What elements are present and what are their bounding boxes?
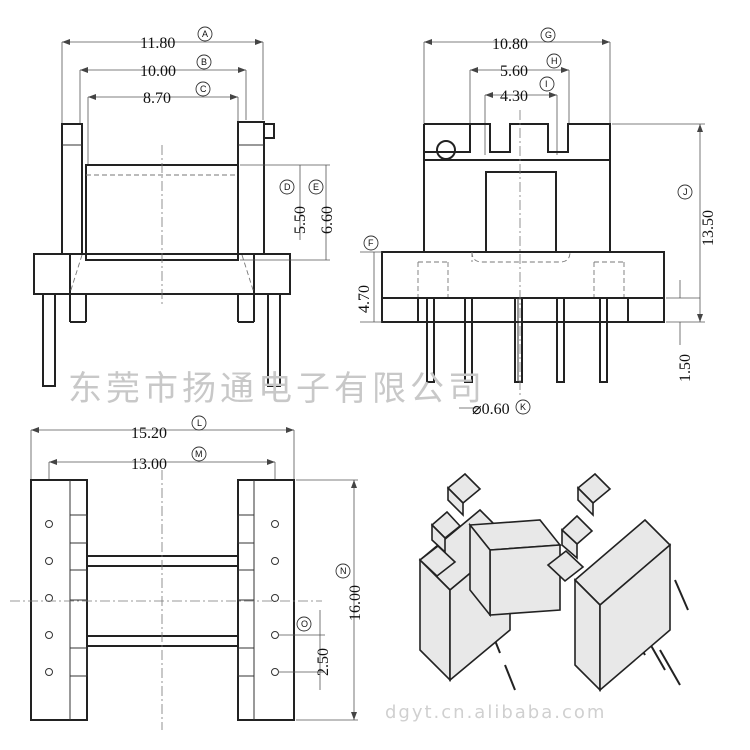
dim-d: D 5.50 bbox=[279, 179, 309, 234]
svg-text:11.80: 11.80 bbox=[140, 35, 175, 52]
svg-text:A: A bbox=[202, 29, 208, 39]
dim-e: E 6.60 bbox=[308, 179, 336, 234]
dim-l: 15.20 L bbox=[131, 415, 207, 442]
svg-text:13.00: 13.00 bbox=[131, 456, 167, 473]
svg-text:10.00: 10.00 bbox=[140, 63, 176, 80]
svg-text:13.50: 13.50 bbox=[700, 210, 717, 246]
svg-text:5.50: 5.50 bbox=[292, 206, 309, 234]
dim-m: 13.00 M bbox=[131, 446, 207, 473]
svg-text:C: C bbox=[200, 84, 207, 94]
svg-text:15.20: 15.20 bbox=[131, 425, 167, 442]
svg-text:K: K bbox=[520, 402, 526, 412]
dim-c: 8.70 C bbox=[143, 81, 211, 107]
svg-text:J: J bbox=[683, 187, 688, 197]
svg-text:B: B bbox=[201, 57, 207, 67]
top-view bbox=[10, 427, 358, 730]
svg-text:10.80: 10.80 bbox=[492, 36, 528, 53]
svg-text:G: G bbox=[545, 30, 552, 40]
dim-i: 4.30 I bbox=[500, 76, 555, 105]
watermark-url: dgyt.cn.alibaba.com bbox=[385, 702, 606, 723]
isometric-view bbox=[418, 472, 689, 692]
svg-text:8.70: 8.70 bbox=[143, 90, 171, 107]
svg-text:N: N bbox=[340, 566, 347, 576]
svg-text:H: H bbox=[551, 56, 558, 66]
dim-o: O 2.50 bbox=[296, 616, 332, 676]
front-view bbox=[33, 39, 330, 387]
svg-text:O: O bbox=[301, 619, 308, 629]
svg-text:⌀0.60: ⌀0.60 bbox=[472, 401, 510, 418]
svg-text:L: L bbox=[197, 418, 202, 428]
svg-text:16.00: 16.00 bbox=[347, 585, 364, 621]
dim-pin-length: 1.50 bbox=[677, 354, 694, 382]
dim-j: J 13.50 bbox=[677, 184, 717, 246]
dim-n: N 16.00 bbox=[335, 563, 364, 621]
svg-text:4.30: 4.30 bbox=[500, 88, 528, 105]
svg-text:1.50: 1.50 bbox=[677, 354, 694, 382]
dim-g: 10.80 G bbox=[492, 27, 556, 53]
svg-text:F: F bbox=[368, 238, 374, 248]
svg-text:5.60: 5.60 bbox=[500, 63, 528, 80]
dim-f: F 4.70 bbox=[356, 235, 379, 313]
side-view bbox=[360, 39, 705, 409]
dim-a: 11.80 A bbox=[140, 26, 213, 52]
svg-text:D: D bbox=[284, 182, 291, 192]
watermark-company: 东莞市扬通电子有限公司 bbox=[68, 369, 486, 409]
dim-b: 10.00 B bbox=[140, 54, 212, 80]
svg-text:2.50: 2.50 bbox=[315, 648, 332, 676]
svg-text:E: E bbox=[313, 182, 319, 192]
svg-text:M: M bbox=[195, 449, 203, 459]
dim-k: ⌀0.60 K bbox=[472, 399, 531, 418]
svg-text:4.70: 4.70 bbox=[356, 285, 373, 313]
svg-text:I: I bbox=[545, 79, 548, 89]
svg-text:6.60: 6.60 bbox=[319, 206, 336, 234]
dim-h: 5.60 H bbox=[500, 53, 562, 80]
